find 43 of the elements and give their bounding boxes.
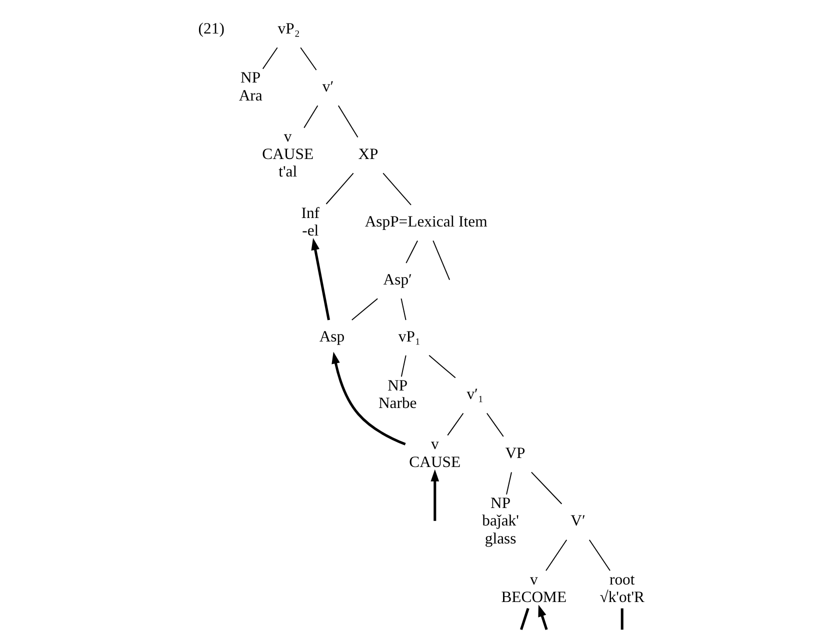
connector <box>351 298 378 321</box>
connector <box>588 539 611 572</box>
node-text: Asp <box>319 328 345 346</box>
node-text: v′ <box>322 78 334 96</box>
node-text: VP <box>505 445 526 462</box>
node-text: V′ <box>570 512 586 530</box>
node-text: AspP=Lexical Item <box>364 214 488 231</box>
node-text: vP₂ <box>278 20 300 38</box>
node-text: vP₁ <box>398 328 420 346</box>
node-text: NP Ara <box>238 70 262 104</box>
connector <box>304 105 318 128</box>
connector <box>406 240 418 264</box>
connector <box>447 412 464 436</box>
node-text: NP Narbe <box>378 377 417 412</box>
connector <box>400 354 406 378</box>
node-text: v BECOME <box>501 572 567 606</box>
node-text: v CAUSE <box>409 436 461 471</box>
node-text: NP baǰak' glass <box>482 495 519 548</box>
connector <box>262 47 278 70</box>
arrow <box>311 238 330 320</box>
connector <box>400 298 406 321</box>
connector <box>300 47 317 70</box>
connector <box>520 608 530 630</box>
connector <box>486 412 504 437</box>
connector <box>530 472 562 504</box>
connector <box>338 105 358 138</box>
connector <box>382 172 412 206</box>
node-text: XP <box>358 146 378 164</box>
node-text: Inf -el <box>301 204 320 240</box>
arrow <box>332 352 406 446</box>
node-text: v CAUSE t'al <box>262 128 314 181</box>
connector <box>506 472 512 495</box>
arrow <box>430 469 440 521</box>
connector <box>620 608 624 630</box>
node-text: root √k'ot'R <box>600 572 644 606</box>
connector <box>432 240 450 280</box>
arrow <box>538 604 548 630</box>
connector <box>546 539 568 572</box>
connector <box>428 354 456 378</box>
node-text: Asp′ <box>383 272 412 289</box>
connector <box>326 172 354 204</box>
node-text: v′₁ <box>466 386 484 404</box>
label: (21) <box>198 20 224 38</box>
